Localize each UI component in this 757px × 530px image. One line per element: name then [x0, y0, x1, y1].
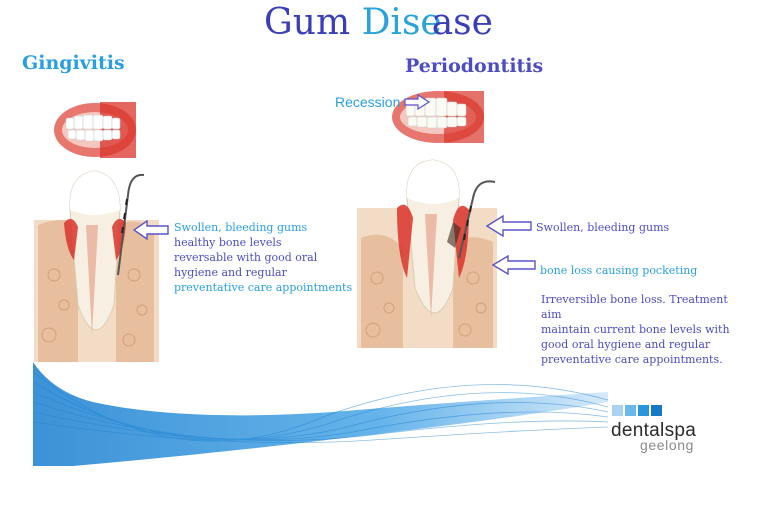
recession-label: Recession	[335, 94, 401, 110]
gingivitis-line: healthy bone levels	[174, 236, 282, 249]
gingivitis-heading: Gingivitis	[22, 52, 125, 74]
gingivitis-arrow-icon	[133, 220, 169, 240]
gingivitis-tooth-diagram	[34, 170, 159, 362]
gingivitis-mouth-image	[54, 102, 136, 158]
bone-loss-label: bone loss causing pocketing	[540, 264, 698, 277]
periodontitis-line: preventative care appointments.	[541, 353, 723, 366]
brand-subtitle: geelong	[640, 437, 695, 453]
bone-loss-arrow-icon	[492, 255, 536, 275]
periodontitis-description: Irreversible bone loss. Treatment aim ma…	[541, 292, 741, 367]
dentalspa-logo-icon	[612, 405, 662, 416]
decorative-wave	[33, 362, 608, 466]
swollen-gums-label: Swollen, bleeding gums	[536, 221, 670, 234]
swollen-gums-arrow-icon	[486, 215, 532, 237]
periodontitis-line: good oral hygiene and regular	[541, 338, 711, 351]
periodontitis-line: maintain current bone levels with	[541, 323, 730, 336]
gingivitis-line: hygiene and regular	[174, 266, 287, 279]
gingivitis-description: Swollen, bleeding gums healthy bone leve…	[174, 220, 364, 295]
title-word-disease-a: Dise	[361, 2, 442, 43]
gingivitis-line: Swollen, bleeding gums	[174, 221, 308, 234]
gingivitis-line: reversable with good oral	[174, 251, 318, 264]
recession-arrow-icon	[404, 94, 430, 110]
title-word-disease-b: ase	[431, 2, 493, 43]
periodontitis-tooth-diagram	[357, 159, 497, 348]
title-word-gum: Gum	[264, 2, 351, 43]
page-title: Gum Disease	[0, 2, 757, 43]
periodontitis-line: Irreversible bone loss. Treatment aim	[541, 293, 728, 321]
gingivitis-line: preventative care appointments	[174, 281, 353, 294]
periodontitis-heading: Periodontitis	[405, 55, 544, 77]
brand-name: dentalspa	[611, 420, 697, 441]
